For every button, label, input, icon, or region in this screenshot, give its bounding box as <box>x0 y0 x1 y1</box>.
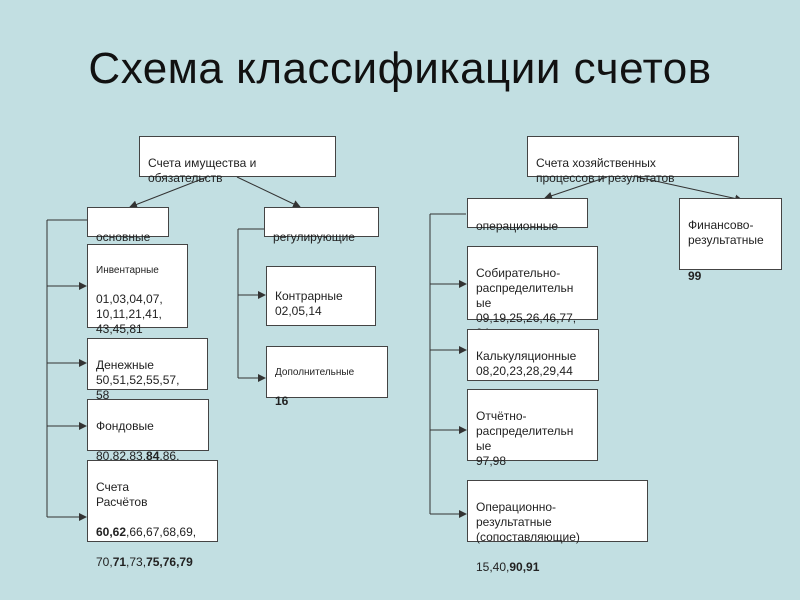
osnovnye-box: основные <box>87 207 169 244</box>
raschetov-l2-d: 75,76,79 <box>146 555 193 569</box>
arrow-to-finansovo <box>636 176 743 203</box>
arrow-to-osnovnye <box>129 176 208 209</box>
fondovye-label: Фондовые <box>96 419 154 433</box>
right-root-label: Счета хозяйственных процессов и результа… <box>536 156 675 185</box>
operatsionno-codes: 15,40,90,91 <box>476 560 639 575</box>
page-title: Схема классификации счетов <box>88 44 712 93</box>
raschetov-l2-b: 71 <box>112 555 127 569</box>
inventarnye-label: Инвентарные <box>96 265 159 276</box>
reguliruyushchie-box: регулирующие <box>264 207 379 244</box>
kalkulyatsionnye-box: Калькуляционные 08,20,23,28,29,44 <box>467 329 599 381</box>
left-root-label: Счета имущества и обязательств <box>148 156 257 185</box>
operatsionno-box: Операционно- результатные (сопоставляющи… <box>467 480 648 574</box>
left-root-box: Счета имущества и обязательств <box>139 136 336 185</box>
denezhnye-label: Денежные 50,51,52,55,57, 58 <box>96 358 180 402</box>
reguliruyushchie-label: регулирующие <box>273 230 355 244</box>
sobiratelno-box: Собирательно- распределительн ые 09,19,2… <box>467 246 598 340</box>
raschetov-box: Счета Расчётов 60,62,66,67,68,69, 70,71,… <box>87 460 218 569</box>
raschetov-line2: 70,71,73,75,76,79 <box>96 555 209 570</box>
raschetov-l1-b: ,66,67,68,69, <box>126 525 197 539</box>
denezhnye-box: Денежные 50,51,52,55,57, 58 <box>87 338 208 402</box>
kontrarnye-label: Контрарные 02,05,14 <box>275 289 343 318</box>
fondovye-codes-a: 80,82,83, <box>96 449 147 463</box>
operatsionnye-box: операционные <box>467 198 588 233</box>
raschetov-line1: 60,62,66,67,68,69, <box>96 525 209 540</box>
fondovye-codes-b: 84 <box>146 449 160 463</box>
inventarnye-box: Инвентарные 01,03,04,07, 10,11,21,41, 43… <box>87 244 188 336</box>
finansovo-label: Финансово- результатные <box>688 218 764 247</box>
finansovo-code: 99 <box>688 269 702 283</box>
finansovo-box: Финансово- результатные 99 <box>679 198 782 283</box>
kontrarnye-box: Контрарные 02,05,14 <box>266 266 376 326</box>
otchetno-label: Отчётно- распределительн ые 97,98 <box>476 409 574 468</box>
arrow-to-reguliruyushchie <box>236 176 301 208</box>
otchetno-box: Отчётно- распределительн ые 97,98 <box>467 389 598 468</box>
dopolnitelnye-box: Дополнительные 16 <box>266 346 388 408</box>
raschetov-l1-a: 60,62 <box>96 525 127 539</box>
operatsionno-codes-a: 15,40, <box>476 560 510 574</box>
fondovye-box: Фондовые 80,82,83,84,86, 96 <box>87 399 209 478</box>
inventarnye-codes: 01,03,04,07, 10,11,21,41, 43,45,81 <box>96 292 163 336</box>
operatsionno-label: Операционно- результатные (сопоставляющи… <box>476 500 580 544</box>
right-root-box: Счета хозяйственных процессов и результа… <box>527 136 739 185</box>
dopolnitelnye-label: Дополнительные <box>275 367 355 378</box>
operatsionnye-label: операционные <box>476 219 558 233</box>
kalkulyatsionnye-label: Калькуляционные 08,20,23,28,29,44 <box>476 349 577 378</box>
operatsionno-codes-b: 90,91 <box>509 560 540 574</box>
osnovnye-label: основные <box>96 230 151 244</box>
raschetov-l2-a: 70, <box>96 555 113 569</box>
raschetov-l2-c: ,73, <box>126 555 147 569</box>
dopolnitelnye-code: 16 <box>275 394 289 408</box>
raschetov-label: Счета Расчётов <box>96 480 148 509</box>
arrow-to-operatsionnye <box>544 176 608 200</box>
